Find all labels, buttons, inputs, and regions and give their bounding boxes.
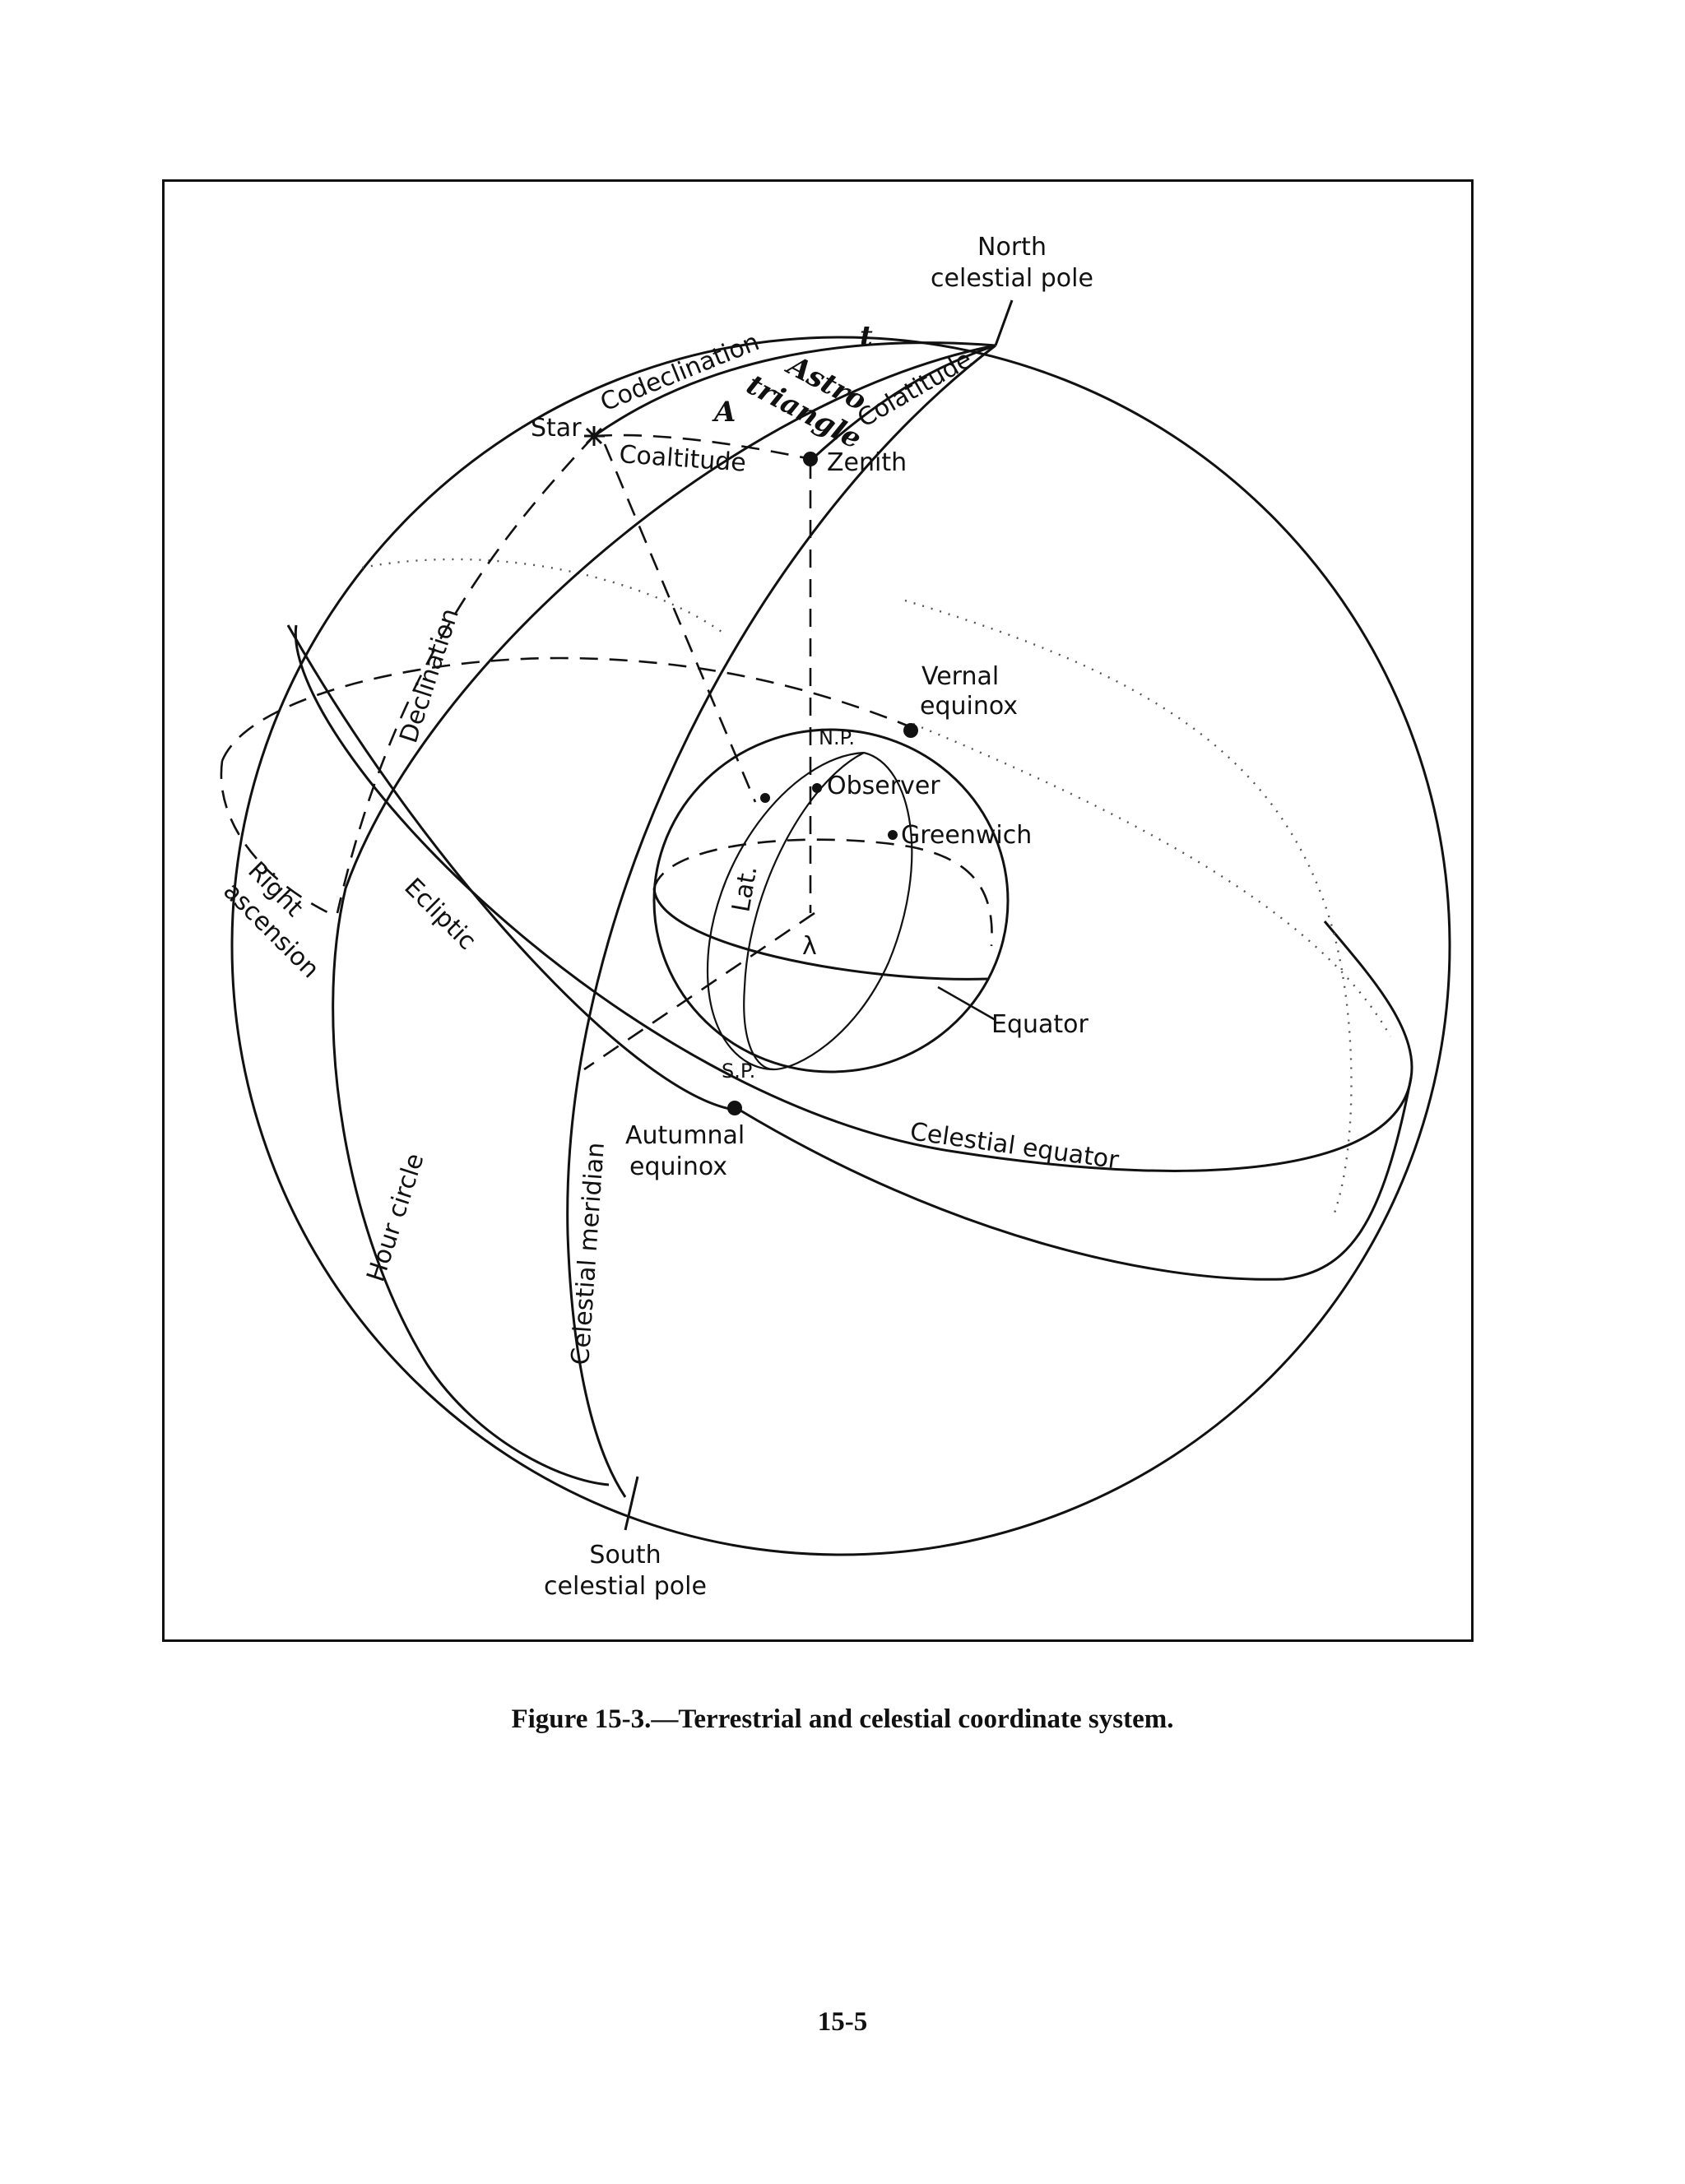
zenith-label: Zenith <box>827 448 907 477</box>
a-symbol: A <box>712 396 736 429</box>
star-radial-line <box>603 443 757 803</box>
back-circle-dotted <box>912 722 1392 1037</box>
vernal-label-2: equinox <box>920 692 1018 721</box>
north-pole-label-1: North <box>977 233 1047 262</box>
vernal-equinox-point <box>903 723 918 738</box>
sp-label: S.P. <box>722 1060 755 1083</box>
earth-sphere <box>652 728 1010 1073</box>
coaltitude-arc <box>593 434 811 461</box>
horizon-dotted <box>361 558 725 634</box>
south-pole-pointer <box>624 1476 639 1531</box>
star-label: Star <box>531 414 582 443</box>
south-pole-label-2: celestial pole <box>544 1572 707 1601</box>
colatitude-label: Colatitude <box>853 345 977 434</box>
greenwich-label: Greenwich <box>901 821 1032 850</box>
earth-meridian-3 <box>706 751 865 1071</box>
autumnal-label-2: equinox <box>629 1152 727 1181</box>
celestial-sphere <box>230 336 1451 1556</box>
equator-pointer <box>937 985 996 1022</box>
declination-arc <box>336 435 595 914</box>
autumnal-equinox-point <box>727 1101 742 1115</box>
north-pole-pointer <box>994 299 1014 346</box>
earth-point <box>760 793 770 803</box>
celestial-meridian-label: Celestial meridian <box>566 1141 610 1366</box>
celestial-meridian-line <box>566 344 996 1498</box>
hour-circle-label: Hour circle <box>361 1150 429 1286</box>
figure-frame <box>162 179 1474 1642</box>
declination-label: Declination <box>394 605 465 746</box>
zenith-point <box>803 452 818 466</box>
autumnal-radial-line <box>583 911 815 1071</box>
star-marker <box>584 426 605 446</box>
codeclination-arc <box>593 341 996 438</box>
np-label: N.P. <box>819 726 855 749</box>
lambda-label: λ <box>802 932 817 961</box>
celestial-equator-label: Celestial equator <box>908 1117 1121 1175</box>
earth-equator-front <box>652 888 988 981</box>
south-pole-label-1: South <box>589 1541 661 1570</box>
horizon-dashed <box>220 656 914 915</box>
colatitude-arc <box>809 344 996 462</box>
north-pole-label-2: celestial pole <box>931 264 1093 293</box>
greenwich-point <box>888 830 898 840</box>
hour-circle-line <box>332 344 996 1486</box>
codeclination-label: Codeclination <box>596 327 764 417</box>
t-symbol: t <box>860 320 873 353</box>
observer-label: Observer <box>827 772 940 800</box>
vernal-label-1: Vernal <box>921 662 999 691</box>
earth-equator-back <box>652 838 993 947</box>
ecliptic-line <box>286 624 1413 1281</box>
page-number: 15-5 <box>817 2007 868 2037</box>
coaltitude-label: Coaltitude <box>618 440 746 478</box>
observer-point <box>812 783 822 793</box>
ecliptic-label: Ecliptic <box>398 873 481 956</box>
celestial-equator-line <box>294 624 1413 1172</box>
autumnal-label-1: Autumnal <box>625 1121 745 1150</box>
earth-meridian-2 <box>773 751 913 1071</box>
equator-label: Equator <box>991 1010 1089 1039</box>
figure-caption: Figure 15-3.—Terrestrial and celestial c… <box>511 1704 1174 1734</box>
